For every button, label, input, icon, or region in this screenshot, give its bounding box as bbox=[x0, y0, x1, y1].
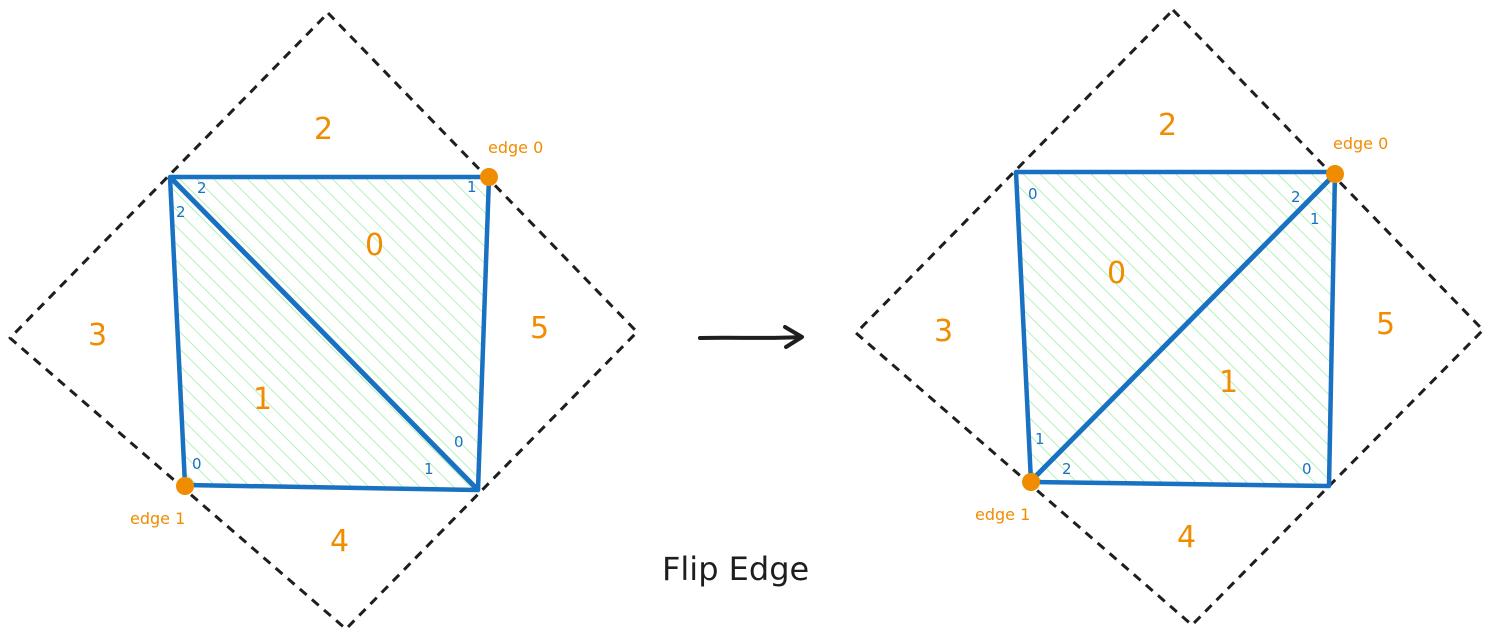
after-hatched-quad bbox=[1016, 172, 1335, 486]
before-edge0-vertex bbox=[480, 168, 498, 186]
arrow-head bbox=[783, 325, 804, 349]
after-quad-outline bbox=[1013, 169, 1338, 489]
arrow-shaft bbox=[698, 335, 803, 340]
before-corner-tr: 1 bbox=[467, 178, 477, 196]
before-edge1-label: edge 1 bbox=[130, 509, 185, 528]
after-neighbor-5: 5 bbox=[1376, 307, 1395, 342]
diagram-caption: Flip Edge bbox=[662, 550, 809, 588]
before-corner-bl: 0 bbox=[192, 455, 202, 473]
before-neighbor-2: 2 bbox=[314, 112, 333, 147]
before-quad-outline bbox=[167, 174, 492, 493]
after-mesh: 2 3 4 5 0 1 0 2 1 1 2 0 edge 0 edge 1 bbox=[854, 8, 1485, 627]
after-corner-tr-b: 1 bbox=[1310, 210, 1320, 228]
after-edge1-vertex bbox=[1022, 473, 1040, 491]
after-corner-bl-a: 1 bbox=[1035, 430, 1045, 448]
transform-arrow bbox=[698, 325, 804, 349]
before-corner-br-a: 0 bbox=[454, 433, 464, 451]
before-edge1-vertex bbox=[176, 477, 194, 495]
before-neighbor-3: 3 bbox=[88, 318, 107, 353]
before-face-1: 1 bbox=[253, 382, 272, 417]
before-corner-tl-b: 2 bbox=[176, 203, 186, 221]
before-edge0-label: edge 0 bbox=[488, 138, 543, 157]
before-neighbor-5: 5 bbox=[530, 311, 549, 346]
after-neighbor-3: 3 bbox=[934, 314, 953, 349]
after-edge0-label: edge 0 bbox=[1333, 134, 1388, 153]
before-corner-tl-a: 2 bbox=[197, 179, 207, 197]
after-neighbor-4: 4 bbox=[1177, 520, 1196, 555]
after-face-1: 1 bbox=[1219, 365, 1238, 400]
after-diagonal-edge bbox=[1029, 173, 1336, 483]
before-diagonal-edge bbox=[169, 176, 479, 491]
after-corner-bl-b: 2 bbox=[1062, 460, 1072, 478]
before-face-0: 0 bbox=[365, 228, 384, 263]
before-outer-diamond bbox=[8, 11, 639, 631]
after-edge0-vertex bbox=[1326, 165, 1344, 183]
after-face-0: 0 bbox=[1107, 256, 1126, 291]
after-neighbor-2: 2 bbox=[1158, 108, 1177, 143]
after-corner-tl: 0 bbox=[1028, 185, 1038, 203]
before-corner-br-b: 1 bbox=[424, 460, 434, 478]
after-corner-tr-a: 2 bbox=[1291, 188, 1301, 206]
after-edge1-label: edge 1 bbox=[975, 505, 1030, 524]
before-neighbor-4: 4 bbox=[330, 524, 349, 559]
after-corner-br: 0 bbox=[1302, 460, 1312, 478]
before-mesh: 2 3 4 5 0 1 2 2 1 0 0 1 edge 0 edge 1 bbox=[8, 11, 639, 631]
